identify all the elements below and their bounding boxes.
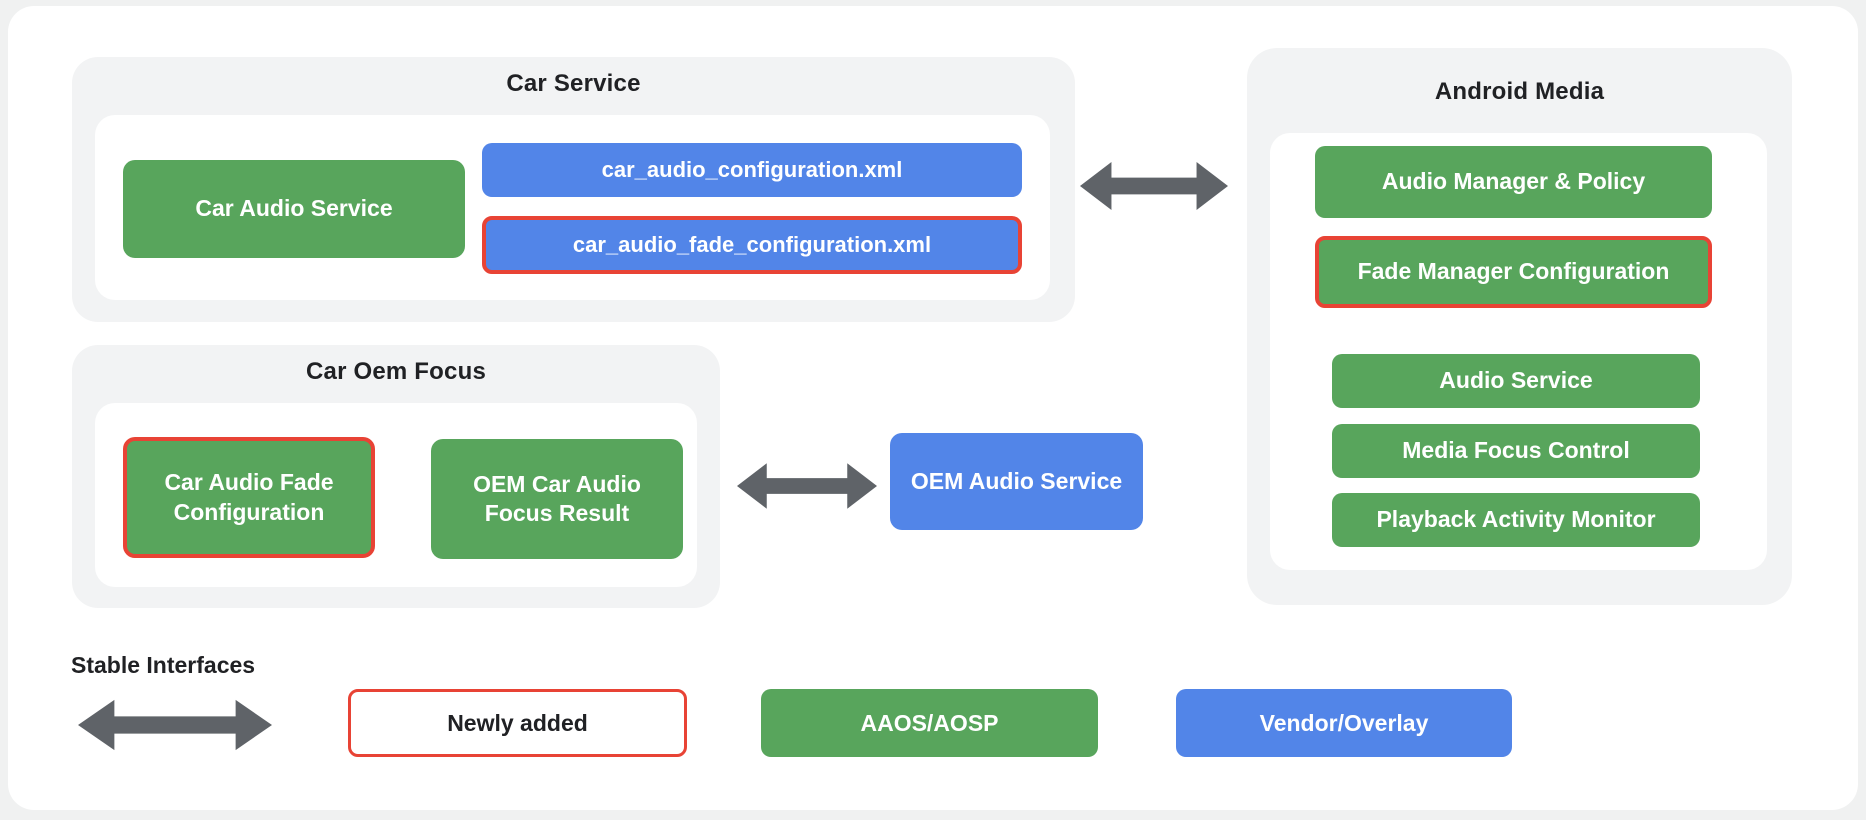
car-audio-configuration-xml-box: car_audio_configuration.xml — [482, 143, 1022, 197]
fade-manager-configuration-box: Fade Manager Configuration — [1315, 236, 1712, 308]
playback-activity-monitor-box: Playback Activity Monitor — [1332, 493, 1700, 547]
oem-car-audio-focus-result-box: OEM Car Audio Focus Result — [431, 439, 683, 559]
car-service-title: Car Service — [506, 70, 641, 97]
bidirectional-arrow-icon — [1080, 161, 1228, 211]
bidirectional-arrow-icon — [737, 463, 877, 509]
legend-aaos-aosp: AAOS/AOSP — [761, 689, 1098, 757]
car-audio-fade-configuration-xml-box: car_audio_fade_configuration.xml — [482, 216, 1022, 274]
oem-audio-service-box: OEM Audio Service — [890, 433, 1143, 530]
audio-service-box: Audio Service — [1332, 354, 1700, 408]
car-audio-service-box: Car Audio Service — [123, 160, 465, 258]
stable-interfaces-label: Stable Interfaces — [71, 652, 256, 678]
android-media-title: Android Media — [1434, 78, 1605, 105]
audio-manager-policy-box: Audio Manager & Policy — [1315, 146, 1712, 218]
legend-vendor-overlay: Vendor/Overlay — [1176, 689, 1512, 757]
legend-newly-added: Newly added — [348, 689, 687, 757]
car-audio-fade-configuration-box: Car Audio Fade Configuration — [123, 437, 375, 558]
bidirectional-arrow-icon — [78, 699, 272, 751]
car-oem-focus-title: Car Oem Focus — [306, 358, 486, 385]
media-focus-control-box: Media Focus Control — [1332, 424, 1700, 478]
